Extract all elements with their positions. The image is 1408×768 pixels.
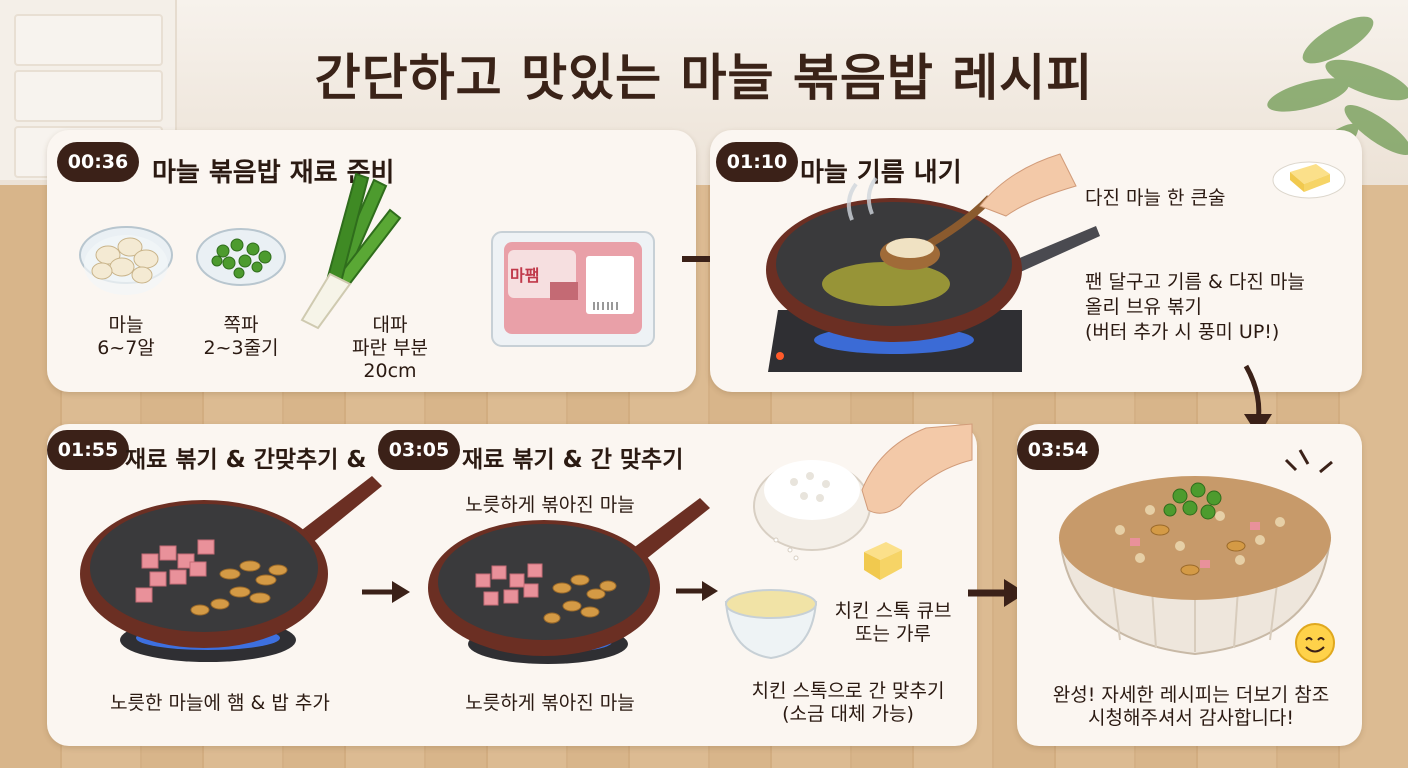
butter-icon — [1272, 161, 1346, 199]
page-title: 간단하고 맛있는 마늘 볶음밥 레시피 — [314, 49, 1094, 107]
step-time-badge: 03:54 — [1017, 430, 1099, 470]
step-time-badge: 00:36 — [57, 142, 139, 182]
stock-cube-icon — [864, 542, 902, 580]
step-title: 재료 볶기 & 간맞추기 & — [125, 447, 367, 473]
step-note: 다진 마늘 한 큰술 — [1085, 187, 1226, 209]
pan-ham-garlic-icon — [428, 498, 710, 664]
step-caption: 완성! 자세한 레시피는 더보기 참조 시청해주셔서 감사합니다! — [1052, 684, 1330, 729]
step-caption: 노릇한 마늘에 햄 & 밥 추가 — [110, 692, 330, 714]
step-time-badge: 03:05 — [378, 430, 460, 470]
stock-label: 치킨 스톡 큐브 또는 가루 — [834, 600, 952, 645]
ham-package-label: 마팸 — [510, 266, 540, 285]
ham-package-icon — [491, 231, 655, 347]
ingredient-label: 마늘 6~7알 — [97, 314, 155, 359]
step-caption: 노릇하게 볶아진 마늘 — [465, 692, 635, 714]
step-time-badge: 01:55 — [47, 430, 129, 470]
scallion-bowl-icon — [196, 228, 286, 286]
green-onion-icon — [300, 172, 402, 330]
step-title: 재료 볶기 & 간 맞추기 — [462, 447, 684, 473]
pan-ham-garlic-icon — [80, 476, 382, 662]
step-time-badge: 01:10 — [716, 142, 798, 182]
arrow-right-icon — [676, 581, 718, 601]
arrow-right-icon — [362, 581, 410, 603]
garlic-bowl-icon — [79, 226, 173, 295]
pan-on-stove-icon — [766, 153, 1100, 372]
smiley-face-icon — [1295, 623, 1335, 663]
step-note: 팬 달구고 기름 & 다진 마늘 올리 브유 볶기 (버터 추가 시 풍미 UP… — [1085, 271, 1305, 343]
fried-rice-bowl-icon — [1058, 449, 1333, 656]
broth-bowl-icon — [724, 589, 818, 660]
step-caption: 치킨 스톡으로 간 맞추기 (소금 대체 가능) — [751, 680, 945, 725]
arrow-right-icon — [968, 579, 1026, 607]
step-caption: 노릇하게 볶아진 마늘 — [465, 494, 635, 516]
ingredient-label: 대파 파란 부분 20cm — [352, 314, 428, 382]
ingredient-label: 쪽파 2~3줄기 — [203, 314, 279, 359]
step-title: 마늘 기름 내기 — [800, 158, 962, 188]
rice-bowl-hand-icon — [753, 423, 973, 561]
